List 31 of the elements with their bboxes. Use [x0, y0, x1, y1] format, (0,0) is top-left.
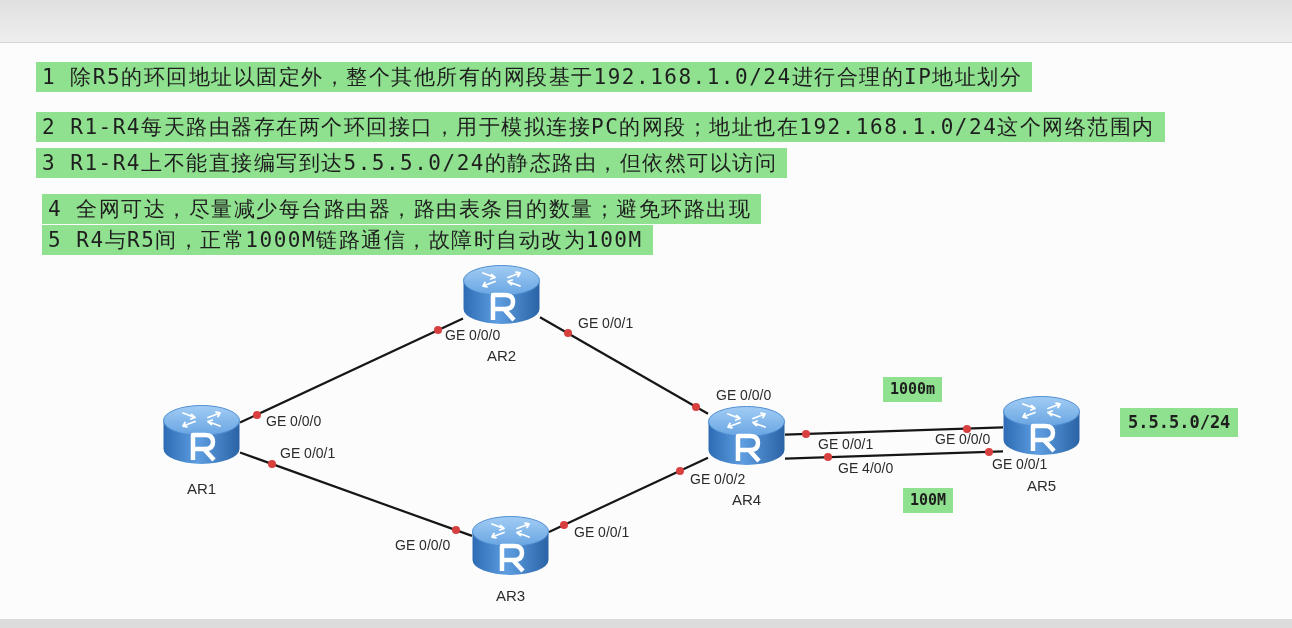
- port-label: GE 0/0/1: [818, 437, 874, 452]
- router-name: AR3: [495, 588, 526, 604]
- port-label: GE 0/0/1: [578, 316, 634, 331]
- port-label: GE 0/0/1: [574, 525, 630, 540]
- port-label: GE 0/0/0: [445, 328, 501, 343]
- port-label: GE 0/0/0: [716, 388, 772, 403]
- port-label: GE 4/0/0: [838, 461, 894, 476]
- link-line: [784, 450, 1004, 460]
- requirement-note: 1 除R5的环回地址以固定外，整个其他所有的网段基于192.168.1.0/24进行合理的IP地址划分: [36, 62, 1033, 92]
- port-label: GE 0/0/0: [266, 414, 322, 429]
- link-line: [784, 426, 1004, 436]
- router-name: AR2: [486, 348, 517, 364]
- port-label: GE 0/0/0: [395, 538, 451, 553]
- router-name: AR1: [186, 481, 217, 497]
- port-label: GE 0/0/1: [280, 446, 336, 461]
- network-label: 5.5.5.0/24: [1120, 408, 1239, 437]
- link-line: [239, 451, 473, 537]
- speed-label: 100M: [903, 488, 954, 513]
- router-name: AR4: [731, 492, 762, 508]
- requirement-note: 4 全网可达，尽量减少每台路由器，路由表条目的数量；避免环路出现: [42, 194, 762, 224]
- speed-label: 1000m: [883, 377, 943, 402]
- port-label: GE 0/0/2: [690, 472, 746, 487]
- router-name: AR5: [1026, 478, 1057, 494]
- requirement-note: 5 R4与R5间，正常1000M链路通信，故障时自动改为100M: [42, 225, 653, 255]
- requirement-note: 3 R1-R4上不能直接编写到达5.5.5.0/24的静态路由，但依然可以访问: [36, 148, 788, 178]
- link-line: [539, 316, 709, 415]
- port-label: GE 0/0/1: [992, 457, 1048, 472]
- port-label: GE 0/0/0: [935, 432, 991, 447]
- link-line: [548, 456, 709, 533]
- link-line: [239, 317, 464, 424]
- requirement-note: 2 R1-R4每天路由器存在两个环回接口，用于模拟连接PC的网段；地址也在192.168.1.0/24这个网络范围内: [36, 112, 1165, 142]
